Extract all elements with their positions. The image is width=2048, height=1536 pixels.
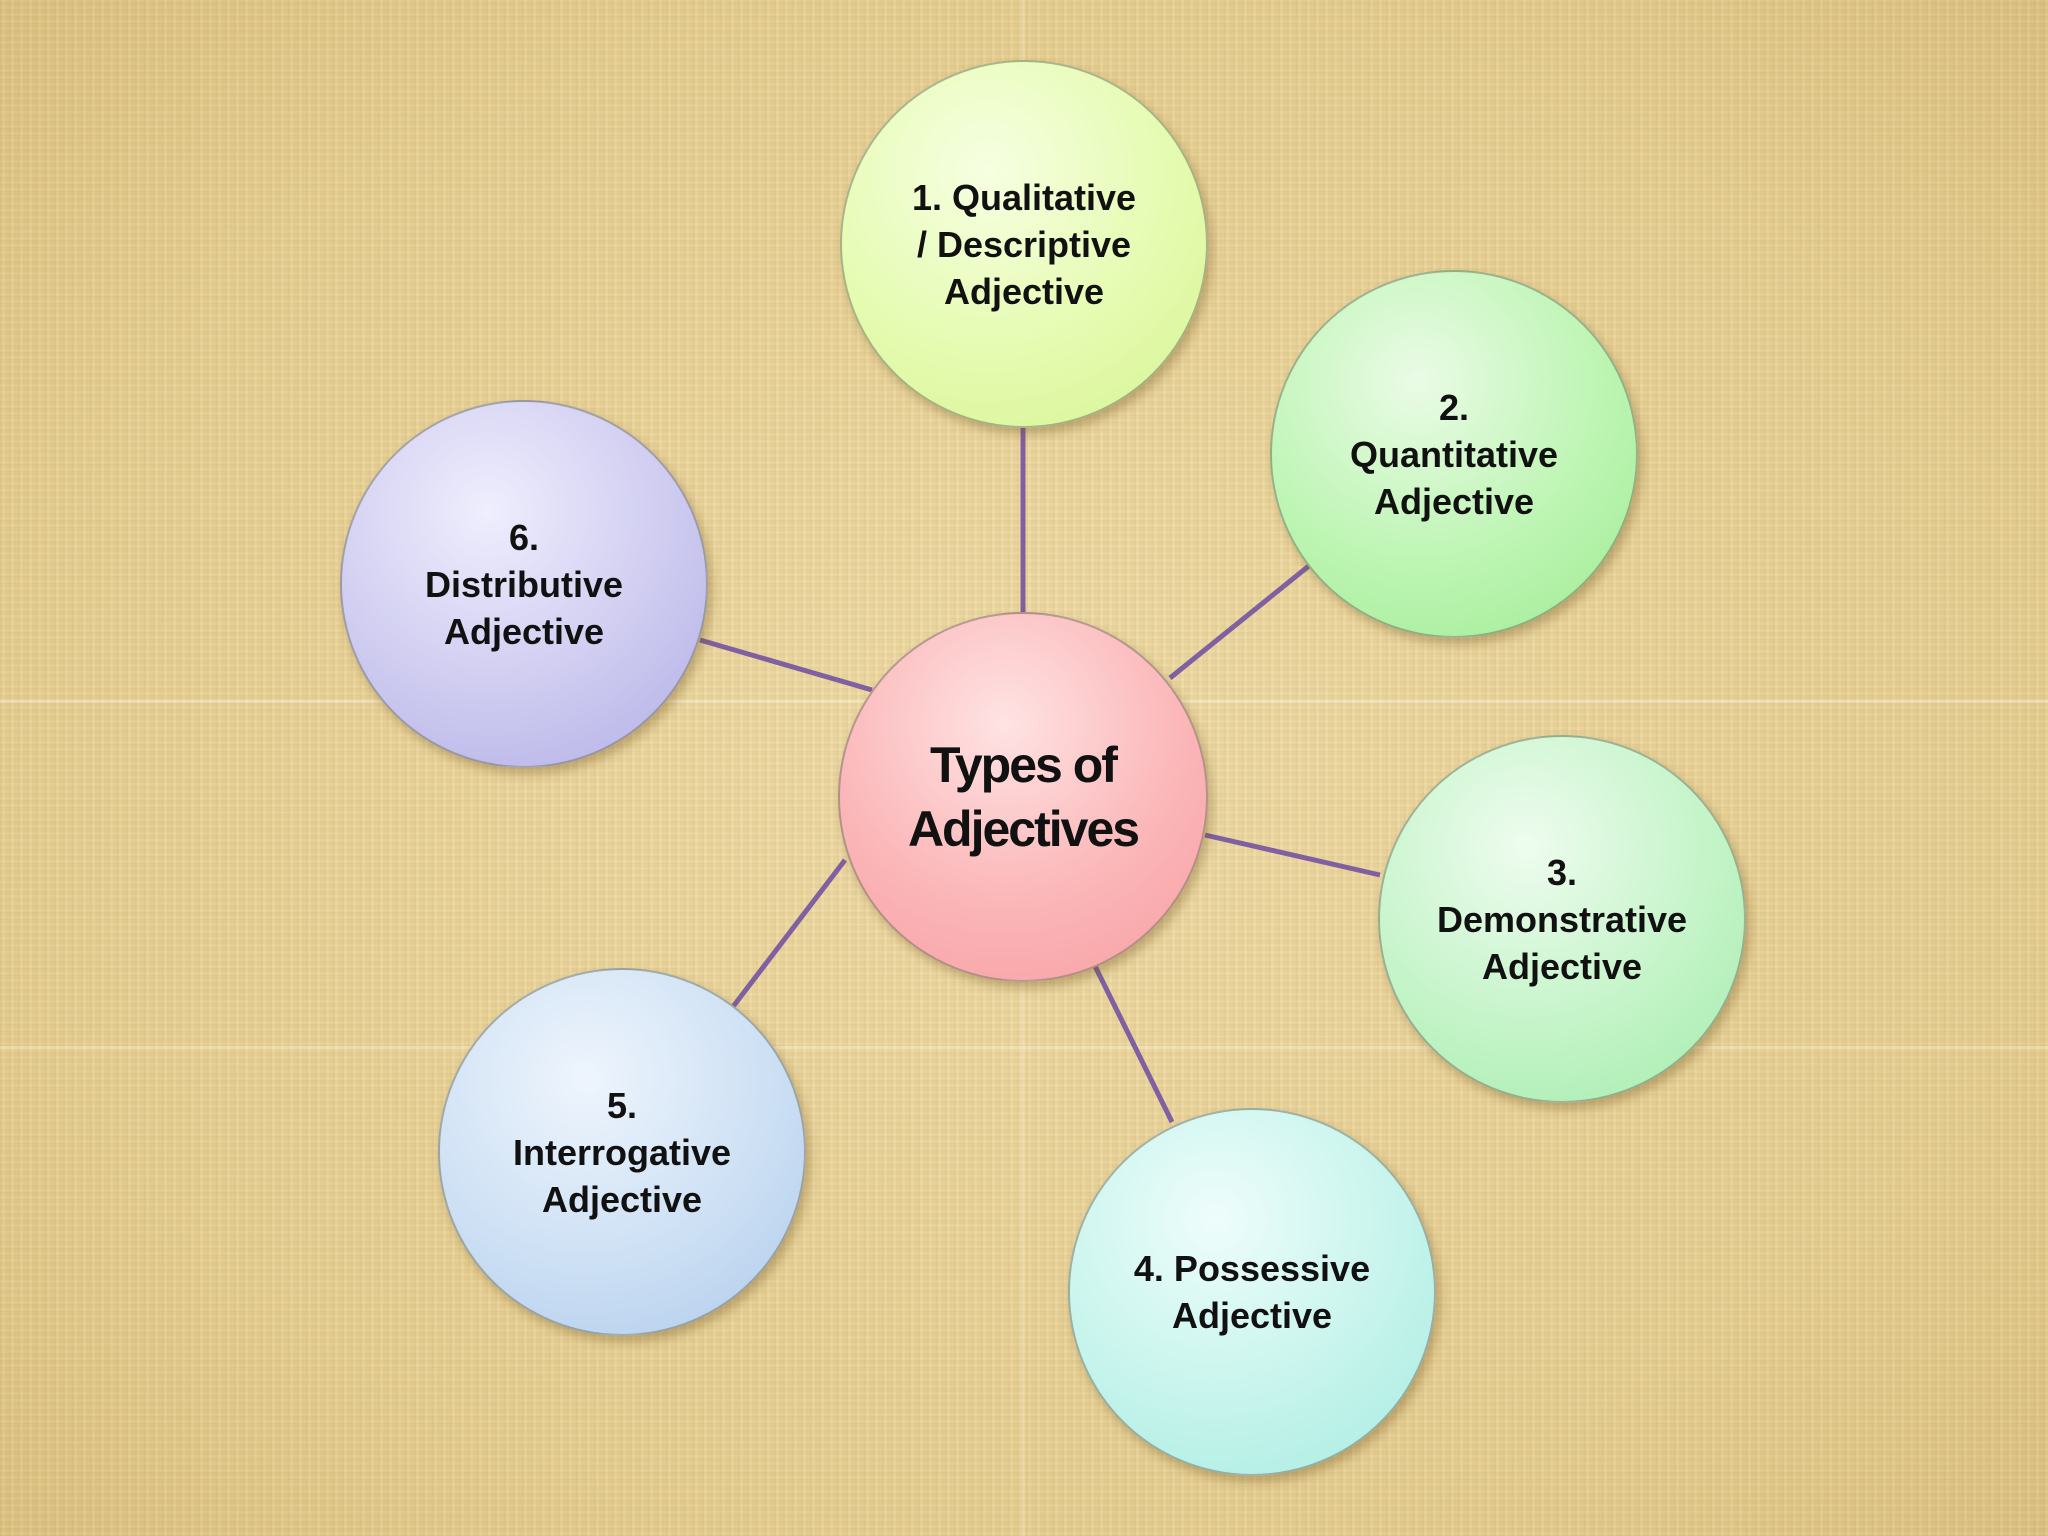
node-possessive-label: 4. Possessive Adjective — [1133, 1248, 1371, 1336]
node-qualitative: 1. Qualitative / Descriptive Adjective — [840, 60, 1208, 428]
node-center: Types of Adjectives — [838, 612, 1208, 982]
connector-interrogative — [730, 858, 847, 1010]
connector-possessive — [1089, 958, 1175, 1124]
node-demonstrative: 3. Demonstrative Adjective — [1378, 735, 1746, 1103]
node-interrogative-label: 5. Interrogative Adjective — [512, 1084, 732, 1220]
node-demonstrative-label: 3. Demonstrative Adjective — [1436, 851, 1688, 987]
connector-distributive — [699, 637, 873, 693]
node-possessive: 4. Possessive Adjective — [1068, 1108, 1436, 1476]
node-qualitative-label: 1. Qualitative / Descriptive Adjective — [911, 176, 1137, 312]
connector-demonstrative — [1204, 832, 1381, 878]
node-distributive: 6. Distributive Adjective — [340, 400, 708, 768]
connector-quantitative — [1168, 563, 1312, 680]
node-distributive-label: 6. Distributive Adjective — [424, 516, 624, 652]
node-interrogative: 5. Interrogative Adjective — [438, 968, 806, 1336]
center-title: Types of Adjectives — [907, 737, 1140, 857]
node-quantitative-label: 2. Quantitative Adjective — [1349, 386, 1559, 522]
node-quantitative: 2. Quantitative Adjective — [1270, 270, 1638, 638]
